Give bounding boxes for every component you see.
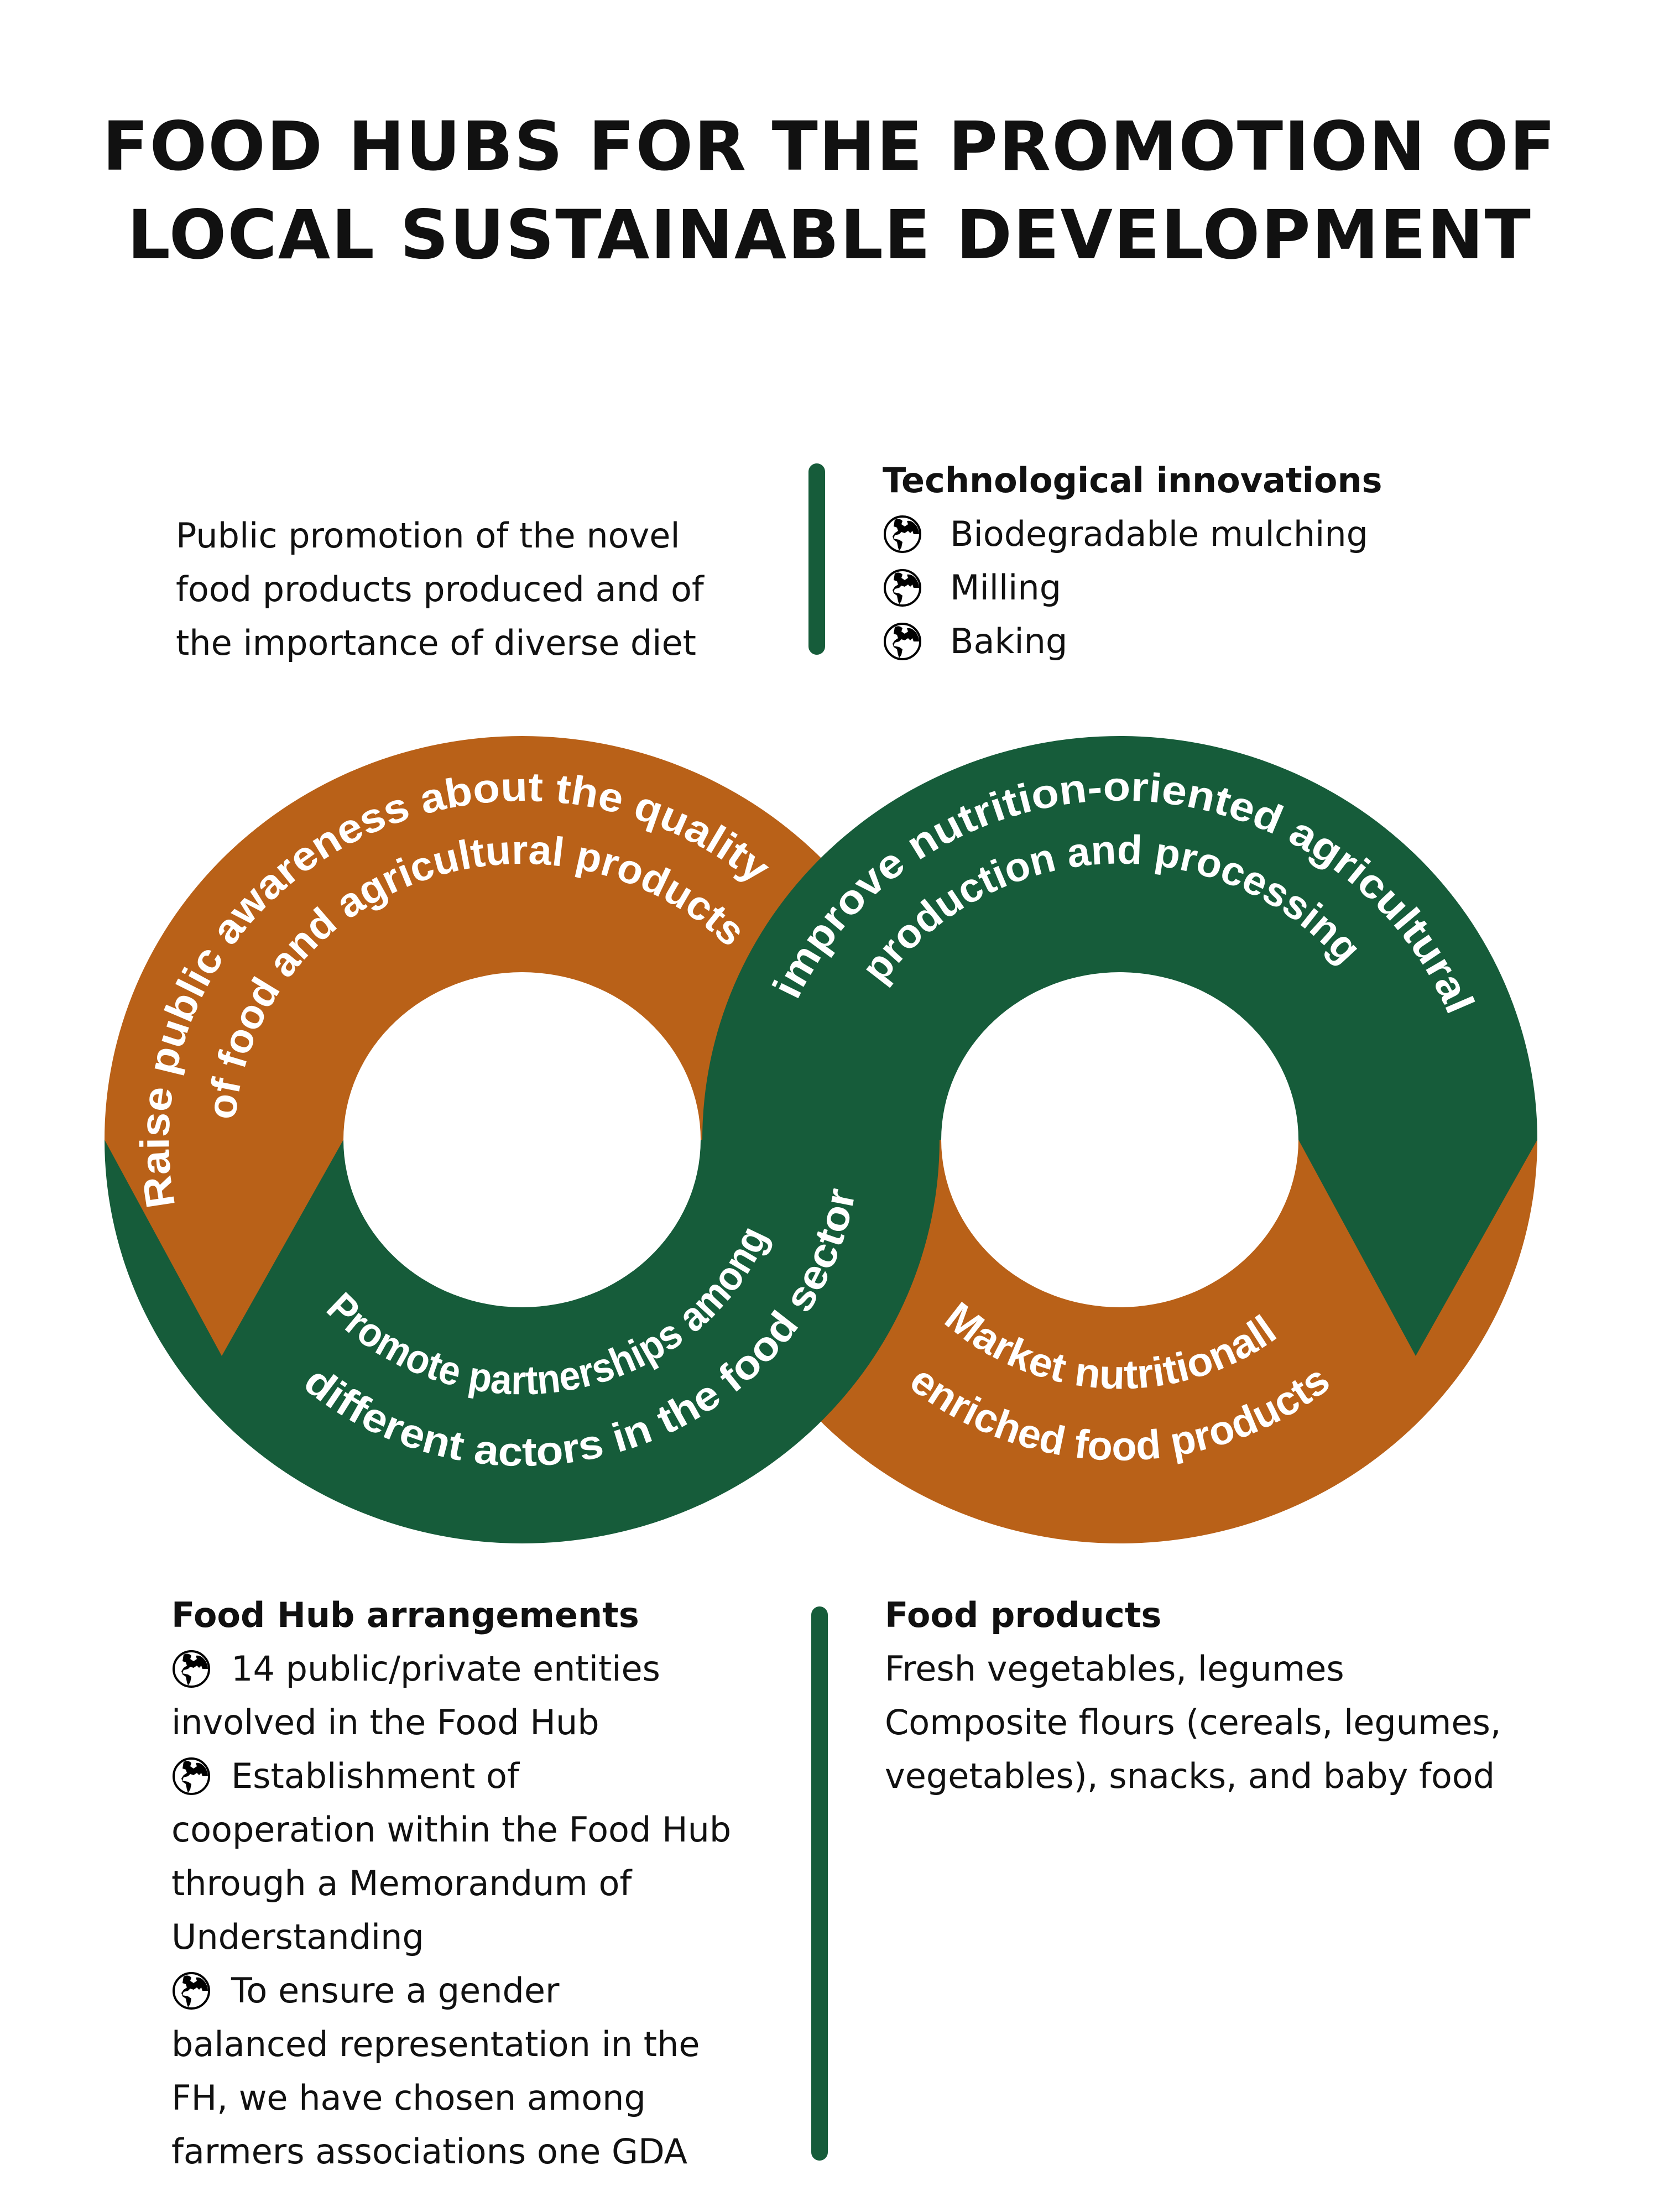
arrangement-line: involved in the Food Hub xyxy=(171,1695,731,1749)
tech-item: Milling xyxy=(883,561,1383,614)
arrangement-line: farmers associations one GDA xyxy=(171,2125,731,2178)
food-products: Food products Fresh vegetables, legumes … xyxy=(885,1588,1501,1803)
products-line: vegetables), snacks, and baby food xyxy=(885,1756,1495,1796)
arrangement-text: To ensure a gender xyxy=(231,1970,560,2011)
arrangement-line: Understanding xyxy=(171,1910,731,1964)
promote-segment xyxy=(105,1140,940,1543)
arrangement-text: through a Memorandum of xyxy=(171,1863,632,1903)
tech-item-label: Baking xyxy=(950,621,1068,661)
globe-icon xyxy=(883,568,922,608)
tech-item-label: Milling xyxy=(950,567,1062,608)
arrangement-line: Establishment of xyxy=(171,1749,731,1803)
divider-bar-top xyxy=(808,463,825,655)
arrangement-text: Establishment of xyxy=(231,1756,519,1796)
arrangement-text: FH, we have chosen among xyxy=(171,2078,646,2118)
arrangement-text: Understanding xyxy=(171,1917,424,1957)
arrangement-line: To ensure a gender xyxy=(171,1964,731,2017)
promotion-text: Public promotion of the novel food produ… xyxy=(176,509,704,670)
page-title: FOOD HUBS FOR THE PROMOTION OF LOCAL SUS… xyxy=(0,102,1659,279)
tech-item: Biodegradable mulching xyxy=(883,507,1383,561)
globe-icon xyxy=(883,514,922,554)
globe-icon xyxy=(171,1971,211,2011)
title-line-1: FOOD HUBS FOR THE PROMOTION OF xyxy=(102,107,1557,186)
arrangement-text: 14 public/private entities xyxy=(231,1648,660,1689)
globe-icon xyxy=(171,1649,211,1689)
arrangements-heading: Food Hub arrangements xyxy=(171,1595,639,1635)
tech-item: Baking xyxy=(883,614,1383,668)
arrangement-text: balanced representation in the xyxy=(171,2024,700,2064)
globe-icon xyxy=(883,622,922,661)
arrangement-text: involved in the Food Hub xyxy=(171,1702,599,1743)
arrangement-text: farmers associations one GDA xyxy=(171,2131,688,2172)
raise-arrow-tip xyxy=(105,1140,343,1356)
arrangement-text: cooperation within the Food Hub xyxy=(171,1809,732,1850)
arrangement-line: FH, we have chosen among xyxy=(171,2071,731,2125)
tech-heading: Technological innovations xyxy=(883,460,1383,500)
globe-icon xyxy=(171,1756,211,1796)
arrangement-line: 14 public/private entities xyxy=(171,1642,731,1695)
tech-innovations: Technological innovations Biodegradable … xyxy=(883,453,1383,668)
products-line: Composite flours (cereals, legumes, xyxy=(885,1702,1501,1743)
food-hub-arrangements: Food Hub arrangements 14 public/private … xyxy=(171,1588,731,2178)
divider-bar-bottom xyxy=(811,1606,828,2161)
products-heading: Food products xyxy=(885,1595,1162,1635)
promotion-line: food products produced and of xyxy=(176,569,704,609)
arrangement-line: through a Memorandum of xyxy=(171,1856,731,1910)
products-line: Fresh vegetables, legumes xyxy=(885,1648,1344,1689)
promotion-line: the importance of diverse diet xyxy=(176,623,696,663)
arrangement-line: balanced representation in the xyxy=(171,2017,731,2071)
promotion-line: Public promotion of the novel xyxy=(176,515,680,556)
arrangement-line: cooperation within the Food Hub xyxy=(171,1803,731,1856)
market-arrow-tip xyxy=(1298,1140,1537,1356)
title-line-2: LOCAL SUSTAINABLE DEVELOPMENT xyxy=(127,196,1532,274)
improve-segment xyxy=(702,736,1537,1140)
tech-item-label: Biodegradable mulching xyxy=(950,514,1368,554)
